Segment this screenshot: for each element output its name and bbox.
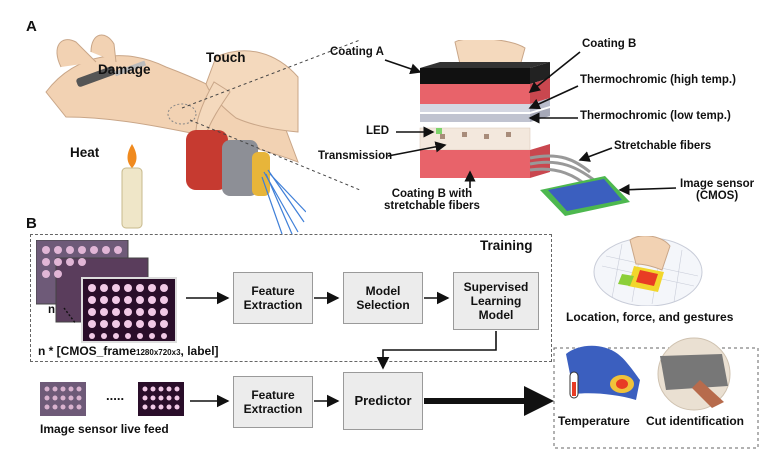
thermochromic-low-label: Thermochromic (low temp.)	[580, 110, 731, 122]
coating-b-fibers-label: Coating B with stretchable fibers	[384, 188, 480, 212]
transmission-label: Transmission	[318, 150, 393, 162]
n-label: n	[48, 304, 56, 316]
layer-stack	[419, 40, 630, 216]
location-force-label: Location, force, and gestures	[566, 310, 734, 324]
feature-line-1: Feature	[251, 284, 295, 298]
temperature-illustration	[566, 345, 640, 400]
training-title: Training	[480, 238, 533, 253]
coating-b-fibers-line-1: Coating B with	[391, 188, 473, 200]
heat-label: Heat	[70, 145, 100, 160]
layer-arrows	[384, 51, 677, 196]
sup-line-1: Supervised	[463, 280, 529, 294]
model-line-2: Selection	[356, 298, 410, 312]
frame-formula: n * [CMOS_frame1280x720x3, label]	[38, 344, 219, 358]
thermochromic-high-label: Thermochromic (high temp.)	[580, 74, 736, 86]
led-label: LED	[366, 125, 389, 137]
damage-label: Damage	[98, 62, 151, 77]
panel-letter-a: A	[26, 18, 37, 35]
temperature-label: Temperature	[558, 414, 630, 428]
model-line-1: Model	[365, 284, 401, 298]
location-force-illustration	[593, 236, 703, 306]
live-feed-label: Image sensor live feed	[40, 422, 169, 436]
arm-illustration	[45, 34, 306, 234]
inference-feature-line-1: Feature	[251, 388, 295, 402]
coating-a-label: Coating A	[330, 46, 384, 58]
coating-b-label: Coating B	[582, 38, 637, 50]
live-feed-dots: .....	[106, 388, 125, 403]
frame-formula-sub: 1280x720x3	[136, 348, 181, 357]
sup-line-2: Learning	[470, 294, 522, 308]
sup-line-3: Model	[478, 308, 514, 322]
predictor-box: Predictor	[343, 372, 423, 430]
feature-line-2: Extraction	[243, 298, 303, 312]
image-sensor-label: Image sensor (CMOS)	[680, 178, 754, 202]
cut-identification-label: Cut identification	[646, 414, 744, 428]
image-sensor-line-1: Image sensor	[680, 178, 755, 190]
touch-label: Touch	[206, 50, 246, 65]
frame-formula-suffix: , label]	[180, 344, 219, 358]
coating-b-fibers-line-2: stretchable fibers	[384, 200, 480, 212]
image-sensor-line-2: (CMOS)	[695, 190, 739, 202]
zoom-lines	[181, 39, 361, 191]
frame-formula-prefix: n * [CMOS_frame	[38, 344, 137, 358]
inference-feature-line-2: Extraction	[243, 402, 303, 416]
training-frame	[30, 234, 552, 362]
cmos-frame-stack	[36, 240, 177, 343]
live-feed-frames	[40, 382, 184, 416]
cut-illustration	[657, 337, 731, 411]
stretchable-fibers-label: Stretchable fibers	[614, 140, 712, 152]
panel-letter-b: B	[26, 215, 37, 232]
